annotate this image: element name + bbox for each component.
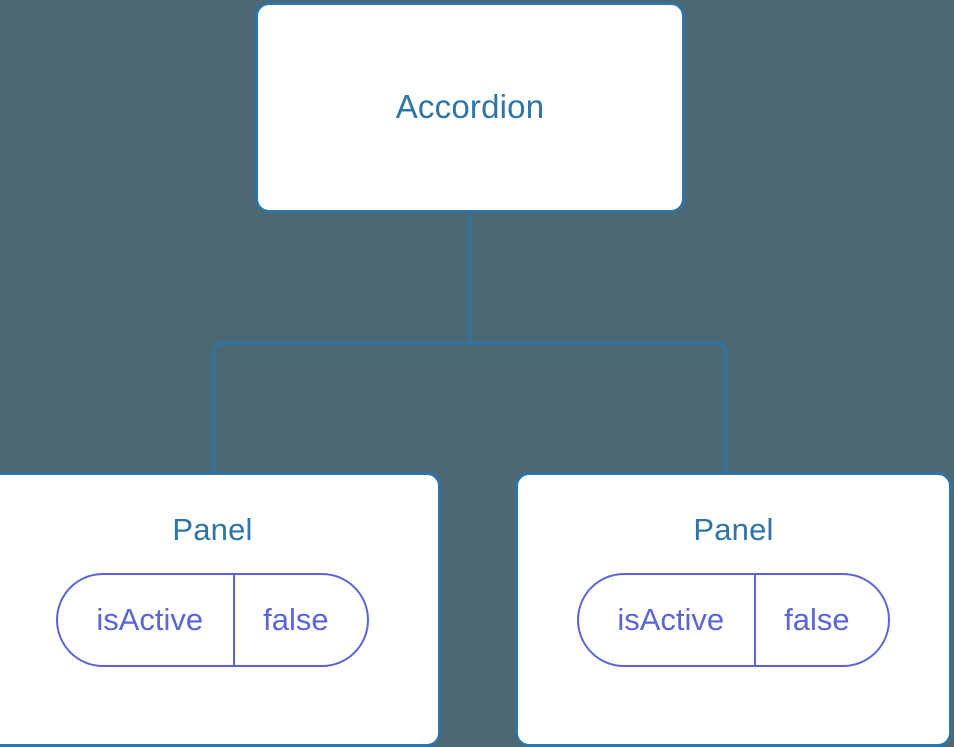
state-pill-right-value: false [784,602,850,638]
connector-branch-right [470,341,728,476]
node-panel-right-title: Panel [693,512,774,547]
state-pill-left[interactable]: isActive false [56,573,369,668]
node-panel-left[interactable]: Panel isActive false [0,472,441,747]
connector-branch-left [212,341,470,476]
state-pill-left-key: isActive [58,575,236,666]
node-panel-left-title: Panel [172,512,253,547]
state-pill-right-key: isActive [579,575,757,666]
node-accordion-title: Accordion [395,88,545,126]
node-accordion[interactable]: Accordion [255,2,685,213]
state-pill-left-value: false [263,602,329,638]
state-pill-right[interactable]: isActive false [577,573,890,668]
node-panel-right[interactable]: Panel isActive false [515,472,952,747]
